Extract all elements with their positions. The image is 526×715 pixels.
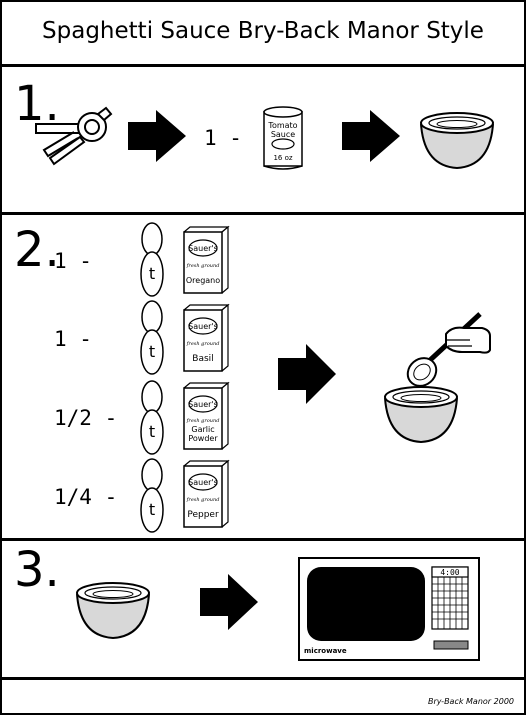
spice-box-icon: Sauer's fresh ground Oregano — [183, 225, 230, 294]
spice-amount: 1 - — [54, 249, 92, 273]
spice-name: Pepper — [187, 510, 219, 520]
bowl-icon — [420, 112, 494, 170]
divider — [0, 538, 526, 541]
stirring-spoon-icon — [406, 312, 491, 387]
spice-box-icon: Sauer's fresh ground Pepper — [183, 459, 230, 528]
spice-brand-tag: fresh ground — [186, 341, 220, 347]
spice-brand-tag: fresh ground — [186, 263, 220, 269]
microwave-icon: microwave 4:00 — [298, 557, 480, 661]
teaspoon-icon: t — [140, 380, 164, 455]
can-label-line: Sauce — [271, 130, 295, 139]
spice-name: Oregano — [186, 276, 220, 285]
spice-brand: Sauer's — [188, 322, 218, 331]
spice-brand: Sauer's — [188, 244, 218, 253]
can-amount: 1 - — [204, 126, 242, 150]
teaspoon-letter: t — [149, 342, 155, 361]
arrow-right-icon — [278, 344, 336, 404]
spice-box-icon: Sauer's fresh ground Garlic Powder — [183, 381, 230, 450]
can-label-line: 16 oz — [273, 154, 292, 162]
can-opener-icon — [35, 106, 113, 166]
spice-brand-tag: fresh ground — [186, 497, 220, 503]
arrow-right-icon — [342, 110, 400, 162]
spice-amount: 1 - — [54, 327, 92, 351]
page-title: Spaghetti Sauce Bry-Back Manor Style — [42, 18, 484, 44]
step-number: 2. — [14, 222, 60, 278]
step-number: 1. — [14, 76, 60, 132]
teaspoon-letter: t — [149, 422, 155, 441]
divider — [0, 64, 526, 67]
footer-credit: Bry-Back Manor 2000 — [427, 697, 514, 706]
bowl-icon — [76, 582, 150, 640]
spice-brand: Sauer's — [188, 400, 218, 409]
divider — [0, 677, 526, 680]
teaspoon-letter: t — [149, 500, 155, 519]
spice-box-icon: Sauer's fresh ground Basil — [183, 303, 230, 372]
arrow-right-icon — [128, 110, 186, 162]
spice-amount: 1/4 - — [54, 485, 118, 509]
spice-brand-tag: fresh ground — [186, 418, 220, 424]
bowl-icon — [384, 386, 458, 444]
arrow-right-icon — [200, 574, 258, 630]
can-label-line: Tomato — [267, 121, 297, 130]
teaspoon-icon: t — [140, 222, 164, 297]
microwave-label: microwave — [304, 647, 347, 655]
spice-amount: 1/2 - — [54, 406, 118, 430]
microwave-timer: 4:00 — [440, 568, 459, 577]
divider — [0, 212, 526, 215]
tomato-sauce-can-icon: Tomato Sauce 16 oz — [263, 106, 303, 170]
spice-name: Basil — [192, 354, 213, 364]
spice-brand: Sauer's — [188, 478, 218, 487]
teaspoon-icon: t — [140, 300, 164, 375]
spice-name: Garlic Powder — [188, 425, 218, 443]
teaspoon-icon: t — [140, 458, 164, 533]
step-number: 3. — [14, 542, 60, 598]
teaspoon-letter: t — [149, 264, 155, 283]
